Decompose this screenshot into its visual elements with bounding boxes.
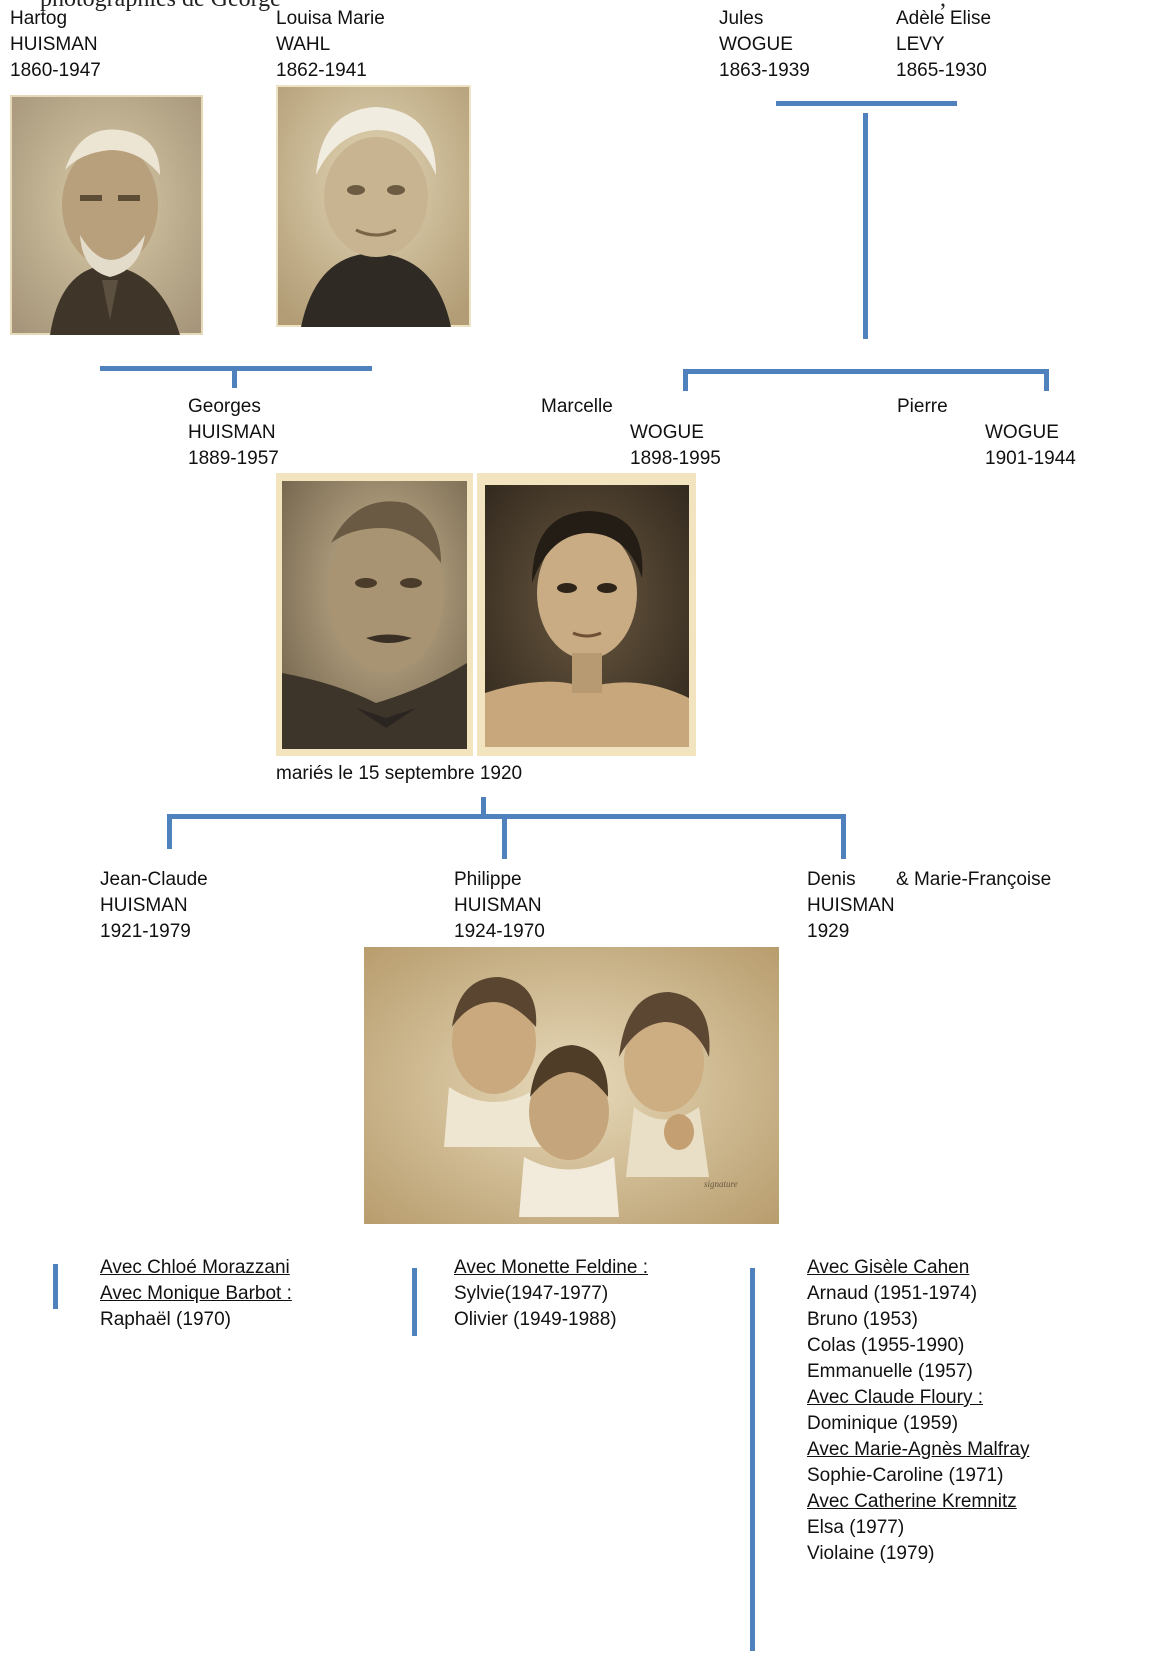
list-item: Avec Marie-Agnès Malfray [807, 1439, 1030, 1460]
list-item: Arnaud (1951-1974) [807, 1283, 978, 1304]
last-name: LEVY [896, 34, 945, 55]
list-item: Elsa (1977) [807, 1517, 905, 1538]
list-item: Violaine (1979) [807, 1543, 935, 1564]
life-dates: 1862-1941 [276, 60, 367, 81]
list-item: Emmanuelle (1957) [807, 1361, 973, 1382]
life-dates: 1863-1939 [719, 60, 810, 81]
list-item: Avec Monette Feldine : [454, 1257, 648, 1278]
connector-gen1-right-horizontal [776, 101, 957, 106]
connector-wogue-left-drop [683, 369, 688, 391]
person-pierre: WOGUE 1901-1944 [985, 419, 1076, 471]
last-name: HUISMAN [10, 34, 98, 55]
list-item: Dominique (1959) [807, 1413, 959, 1434]
first-name: Hartog [10, 8, 68, 29]
life-dates: 1921-1979 [100, 921, 191, 942]
jeanclaude-children-list: Avec Chloé Morazzani Avec Monique Barbot… [100, 1254, 292, 1332]
life-dates: 1865-1930 [896, 60, 987, 81]
list-item: Sophie-Caroline (1971) [807, 1465, 1004, 1486]
life-dates: 1860-1947 [10, 60, 101, 81]
list-item: Olivier (1949-1988) [454, 1309, 617, 1330]
list-item: Avec Monique Barbot : [100, 1283, 292, 1304]
last-name: WOGUE [630, 422, 704, 443]
connector-denis-children [750, 1268, 755, 1651]
first-name: Philippe [454, 869, 522, 890]
person-denis: HUISMAN 1929 [807, 892, 895, 944]
philippe-children-list: Avec Monette Feldine : Sylvie(1947-1977)… [454, 1254, 648, 1332]
last-name: HUISMAN [100, 895, 188, 916]
group-photo-three-sons: signature [364, 947, 779, 1224]
person-pierre-first-name: Pierre [897, 396, 948, 417]
person-jeanclaude: Jean-Claude HUISMAN 1921-1979 [100, 866, 208, 944]
cut-off-header-text: photographies de George [40, 0, 281, 13]
connector-wogue-right-drop [1044, 369, 1049, 391]
last-name: WOGUE [719, 34, 793, 55]
life-dates: 1929 [807, 921, 850, 942]
list-item: Avec Gisèle Cahen [807, 1257, 970, 1278]
list-item: Avec Claude Floury : [807, 1387, 984, 1408]
person-adele: Adèle Elise LEVY 1865-1930 [896, 5, 991, 83]
svg-text:signature: signature [704, 1179, 738, 1189]
life-dates: 1898-1995 [630, 448, 721, 469]
portrait-hartog-photo [10, 95, 203, 335]
connector-children-right-drop [841, 814, 846, 859]
list-item: Bruno (1953) [807, 1309, 918, 1330]
last-name: HUISMAN [188, 422, 276, 443]
list-item: Colas (1955-1990) [807, 1335, 965, 1356]
person-denis-first-name: Denis [807, 869, 856, 890]
person-georges: Georges HUISMAN 1889-1957 [188, 393, 279, 471]
marriage-caption: mariés le 15 septembre 1920 [276, 763, 523, 784]
list-item: Avec Chloé Morazzani [100, 1257, 290, 1278]
list-item: Avec Catherine Kremnitz [807, 1491, 1017, 1512]
person-denis-spouse: & Marie-Françoise [896, 869, 1052, 890]
cut-off-header-text-right: , [940, 0, 946, 13]
connector-jeanclaude-children [53, 1264, 58, 1309]
last-name: WAHL [276, 34, 331, 55]
portrait-marcelle-photo [477, 473, 696, 756]
life-dates: 1889-1957 [188, 448, 279, 469]
connector-philippe-children [412, 1268, 417, 1336]
first-name: Louisa Marie [276, 8, 385, 29]
last-name: HUISMAN [807, 895, 895, 916]
portrait-louisa-photo [276, 85, 471, 327]
list-item: Sylvie(1947-1977) [454, 1283, 609, 1304]
connector-children-middle-drop [502, 814, 507, 859]
connector-gen1-left-stem [232, 366, 237, 388]
connector-gen1-right-stem [863, 113, 868, 339]
portrait-georges-photo [276, 473, 473, 756]
last-name: WOGUE [985, 422, 1059, 443]
first-name: Jean-Claude [100, 869, 208, 890]
connector-wogue-children-horizontal [683, 369, 1049, 374]
first-name: Adèle Elise [896, 8, 992, 29]
person-marcelle: WOGUE 1898-1995 [630, 419, 721, 471]
connector-children-top-stem [481, 797, 486, 819]
last-name: HUISMAN [454, 895, 542, 916]
life-dates: 1924-1970 [454, 921, 545, 942]
list-item: Raphaël (1970) [100, 1309, 231, 1330]
person-jules: Jules WOGUE 1863-1939 [719, 5, 810, 83]
person-marcelle-first-name: Marcelle [541, 396, 613, 417]
first-name: Jules [719, 8, 764, 29]
first-name: Georges [188, 396, 261, 417]
denis-children-list: Avec Gisèle Cahen Arnaud (1951-1974) Bru… [807, 1254, 1029, 1566]
person-hartog: Hartog HUISMAN 1860-1947 [10, 5, 101, 83]
person-philippe: Philippe HUISMAN 1924-1970 [454, 866, 545, 944]
connector-children-left-drop [167, 814, 172, 849]
person-louisa: Louisa Marie WAHL 1862-1941 [276, 5, 385, 83]
life-dates: 1901-1944 [985, 448, 1076, 469]
